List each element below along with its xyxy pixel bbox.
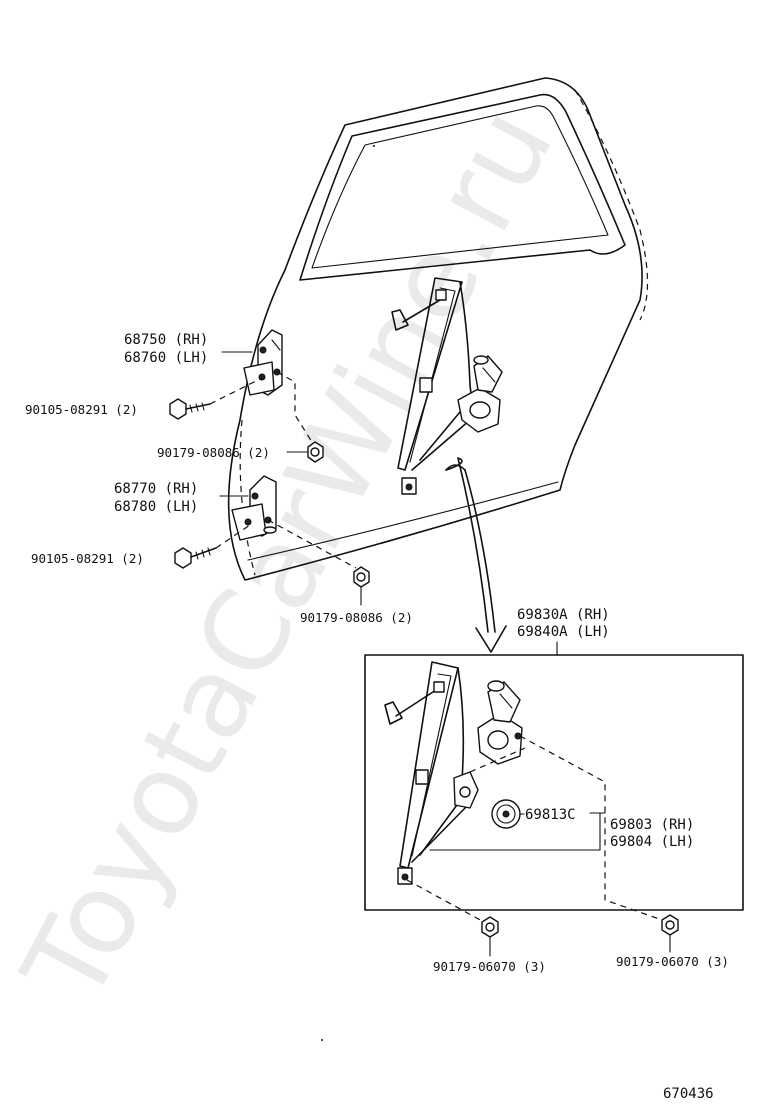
label-nut-upper: 90179-08086 (2) <box>157 445 270 460</box>
label-nut-lower: 90179-08086 (2) <box>300 610 413 625</box>
arrow-to-detail <box>445 457 507 653</box>
label-roller: 69813C <box>525 807 576 823</box>
label-motor-rh: 69803 (RH) <box>610 817 694 833</box>
regulator-detail <box>384 661 479 885</box>
upper-bolt <box>169 398 211 420</box>
label-hinge-upper-lh: 68760 (LH) <box>124 350 208 366</box>
label-bolt-upper: 90105-08291 (2) <box>25 402 138 417</box>
lower-nut <box>353 566 370 588</box>
regulator-installed <box>391 277 503 495</box>
lower-bolt <box>174 547 217 569</box>
detail-box <box>364 654 744 911</box>
label-regulator-lh: 69840A (LH) <box>517 624 610 640</box>
label-bolt-lower: 90105-08291 (2) <box>31 551 144 566</box>
roller-69813c <box>491 799 521 829</box>
label-regulator-rh: 69830A (RH) <box>517 607 610 623</box>
rear-door-panel <box>227 77 649 581</box>
label-nut-regulator-left: 90179-06070 (3) <box>433 959 546 974</box>
lower-hinge <box>231 475 277 541</box>
label-motor-lh: 69804 (LH) <box>610 834 694 850</box>
regulator-nut-right <box>661 914 679 936</box>
diagram-code: 670436 <box>663 1086 714 1102</box>
upper-nut <box>307 441 324 463</box>
label-nut-regulator-right: 90179-06070 (3) <box>616 954 729 969</box>
power-window-motor <box>477 680 523 765</box>
regulator-nut-left <box>481 916 499 938</box>
label-hinge-upper-rh: 68750 (RH) <box>124 332 208 348</box>
label-hinge-lower-rh: 68770 (RH) <box>114 481 198 497</box>
upper-hinge <box>243 329 283 396</box>
label-hinge-lower-lh: 68780 (LH) <box>114 499 198 515</box>
